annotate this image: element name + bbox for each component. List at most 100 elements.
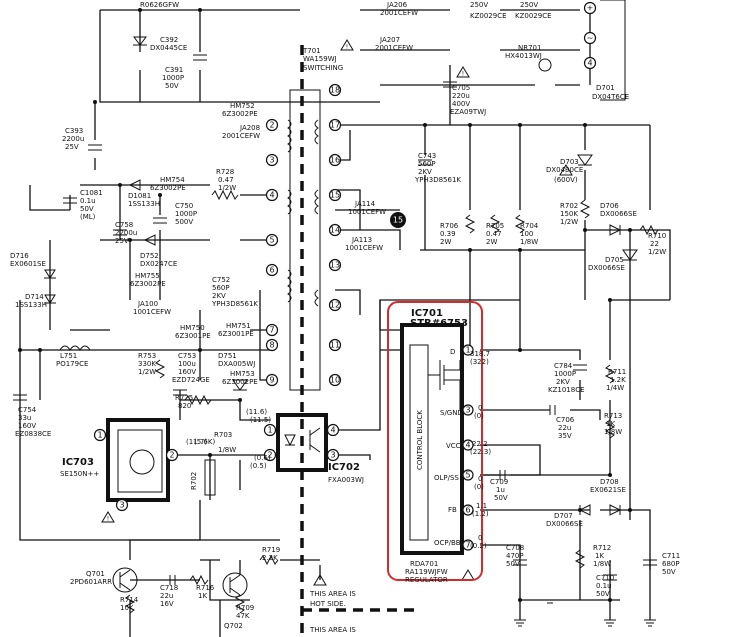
svg-text:YPH3D8561K: YPH3D8561K [414, 176, 461, 184]
svg-text:1001CEFW: 1001CEFW [133, 308, 171, 316]
svg-text:IC702: IC702 [328, 462, 360, 473]
svg-text:THIS AREA IS: THIS AREA IS [309, 626, 356, 634]
svg-text:1/8W: 1/8W [520, 238, 538, 246]
svg-text:2200u: 2200u [62, 135, 84, 143]
svg-text:Q701: Q701 [86, 570, 105, 578]
svg-text:1K: 1K [606, 420, 615, 428]
svg-text:R704: R704 [520, 222, 539, 230]
svg-text:0: 0 [478, 534, 482, 542]
svg-text:(1.2): (1.2) [472, 510, 489, 518]
svg-text:22: 22 [650, 240, 659, 248]
svg-text:1/8W: 1/8W [218, 446, 236, 454]
svg-text:JA207: JA207 [379, 36, 400, 44]
svg-text:HM754: HM754 [160, 176, 185, 184]
svg-text:2: 2 [269, 121, 274, 130]
svg-text:~: ~ [587, 34, 594, 43]
svg-text:KZ0029CE: KZ0029CE [470, 12, 507, 20]
svg-text:OLP/SS: OLP/SS [434, 474, 459, 482]
svg-text:S/GND: S/GND [440, 409, 463, 417]
svg-text:KZ0029CE: KZ0029CE [515, 12, 552, 20]
svg-text:9: 9 [269, 376, 274, 385]
svg-text:1SS133H: 1SS133H [15, 301, 47, 309]
svg-text:HOT SIDE.: HOT SIDE. [310, 600, 346, 608]
svg-text:6Z3001PE: 6Z3001PE [175, 332, 211, 340]
svg-text:15: 15 [330, 191, 340, 200]
ic701-regulator: CONTROL BLOCK D S/GND VCC OLP/SS FB OCP/… [387, 301, 483, 581]
svg-text:EZ0838CE: EZ0838CE [15, 430, 51, 438]
transformer-t701 [287, 89, 321, 391]
svg-text:8: 8 [269, 341, 274, 350]
junction-dots [18, 8, 632, 602]
svg-text:C743: C743 [418, 152, 436, 160]
svg-text:2001CEFW: 2001CEFW [375, 44, 413, 52]
svg-text:C750: C750 [175, 202, 193, 210]
svg-text:D703: D703 [560, 158, 579, 166]
svg-text:25V: 25V [115, 237, 129, 245]
svg-text:R705: R705 [486, 222, 504, 230]
svg-text:33u: 33u [18, 414, 31, 422]
svg-text:50V: 50V [506, 560, 520, 568]
svg-text:R725: R725 [175, 394, 193, 402]
svg-text:T701: T701 [302, 47, 321, 55]
svg-text:500V: 500V [175, 218, 193, 226]
svg-text:560P: 560P [212, 284, 230, 292]
svg-text:1/2W: 1/2W [648, 248, 666, 256]
svg-text:JA100: JA100 [137, 300, 158, 308]
ground-symbols [514, 599, 656, 627]
svg-text:(ML): (ML) [80, 213, 96, 221]
svg-text:1/2W: 1/2W [560, 218, 578, 226]
svg-text:3: 3 [465, 406, 470, 415]
svg-text:REGULATOR: REGULATOR [405, 576, 448, 584]
svg-text:PO179CE: PO179CE [56, 360, 88, 368]
svg-text:D1081: D1081 [128, 192, 151, 200]
svg-text:22u: 22u [558, 424, 571, 432]
ic703-error-amp: 1 2 3 [93, 418, 179, 512]
svg-text:DX0490CE: DX0490CE [546, 166, 583, 174]
svg-text:FXA003WJ: FXA003WJ [328, 476, 364, 484]
transistors [112, 567, 248, 598]
svg-text:16V: 16V [160, 600, 174, 608]
svg-text:(11.5): (11.5) [250, 416, 271, 424]
svg-text:2W: 2W [486, 238, 497, 246]
svg-text:7: 7 [269, 326, 274, 335]
svg-text:DX0066SE: DX0066SE [600, 210, 637, 218]
svg-text:C392: C392 [160, 36, 178, 44]
svg-text:(11.6): (11.6) [246, 408, 267, 416]
wiring [19, 9, 671, 637]
svg-text:400V: 400V [452, 100, 470, 108]
svg-text:HM755: HM755 [135, 272, 160, 280]
svg-text:HM753: HM753 [230, 370, 255, 378]
svg-text:11: 11 [330, 341, 340, 350]
svg-text:0.47: 0.47 [218, 176, 234, 184]
svg-text:C752: C752 [212, 276, 230, 284]
svg-text:C705: C705 [452, 84, 470, 92]
svg-text:KZ1018CE: KZ1018CE [548, 386, 585, 394]
svg-text:2KV: 2KV [418, 168, 432, 176]
svg-text:EX0621SE: EX0621SE [590, 486, 626, 494]
svg-text:C758: C758 [115, 221, 133, 229]
svg-text:SE150N++: SE150N++ [60, 470, 99, 478]
svg-text:R719: R719 [262, 546, 280, 554]
svg-text:THIS AREA IS: THIS AREA IS [309, 590, 356, 598]
svg-text:250V: 250V [520, 1, 538, 9]
svg-text:D701: D701 [596, 84, 615, 92]
svg-text:D706: D706 [600, 202, 619, 210]
svg-text:DX0445CE: DX0445CE [150, 44, 187, 52]
svg-text:6Z3002PE: 6Z3002PE [222, 110, 258, 118]
svg-text:R713: R713 [604, 412, 622, 420]
svg-text:C1081: C1081 [80, 189, 103, 197]
svg-text:47K: 47K [236, 612, 250, 620]
svg-text:4: 4 [269, 191, 274, 200]
svg-text:1/8W: 1/8W [604, 428, 622, 436]
svg-text:DX04T6CE: DX04T6CE [592, 93, 629, 101]
svg-text:STR#6753: STR#6753 [410, 318, 468, 329]
svg-text:6Z3002PE: 6Z3002PE [130, 280, 166, 288]
svg-text:D752: D752 [140, 252, 159, 260]
svg-text:2W: 2W [440, 238, 451, 246]
svg-text:(322): (322) [470, 358, 489, 366]
svg-text:!: ! [462, 71, 464, 78]
svg-text:DXA005WJ: DXA005WJ [218, 360, 255, 368]
svg-text:JA208: JA208 [239, 124, 260, 132]
svg-text:HM752: HM752 [230, 102, 255, 110]
svg-text:!: ! [107, 516, 109, 523]
